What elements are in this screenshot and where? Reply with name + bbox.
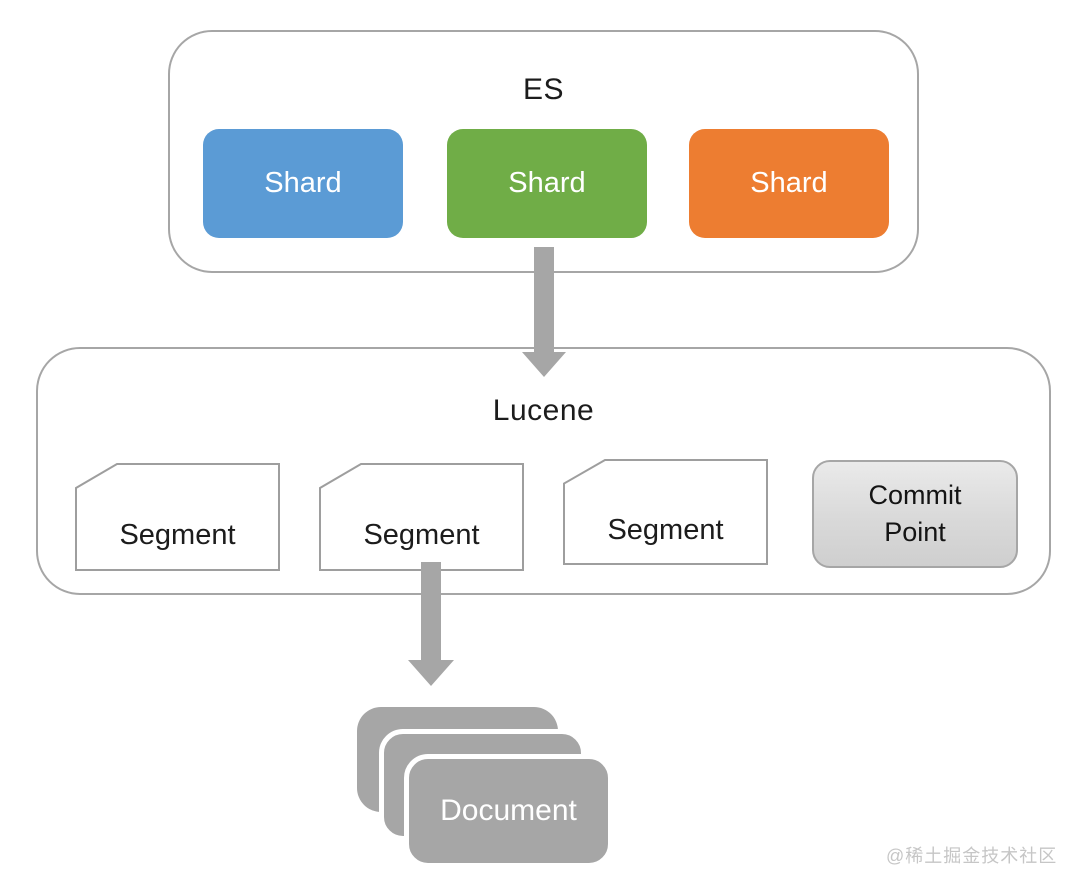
segment-shape-1: Segment: [75, 463, 280, 571]
segment-shape-2: Segment: [319, 463, 524, 571]
shard-box-3: Shard: [689, 129, 889, 238]
lucene-title: Lucene: [492, 394, 595, 427]
shard-box-2: Shard: [447, 129, 647, 238]
watermark: @稀土掘金技术社区: [886, 846, 1058, 866]
commit-point-box: Commit Point: [812, 460, 1018, 568]
shard-box-1: Shard: [203, 129, 403, 238]
document-card-front: Document: [404, 754, 613, 868]
segment-label: Segment: [119, 518, 236, 551]
commit-point-label: Commit Point: [868, 480, 962, 547]
es-title: ES: [522, 73, 565, 106]
segment-outline: [75, 463, 280, 571]
arrow-down-icon: [522, 247, 566, 377]
segment-label: Segment: [363, 518, 480, 551]
arrow-down-icon: [408, 562, 454, 686]
document-label: Document: [440, 794, 577, 827]
shard-label: Shard: [264, 167, 342, 199]
segment-outline: [563, 459, 768, 565]
segment-label: Segment: [607, 513, 724, 546]
shard-label: Shard: [508, 167, 586, 199]
segment-shape-3: Segment: [563, 459, 768, 565]
shard-label: Shard: [750, 167, 828, 199]
